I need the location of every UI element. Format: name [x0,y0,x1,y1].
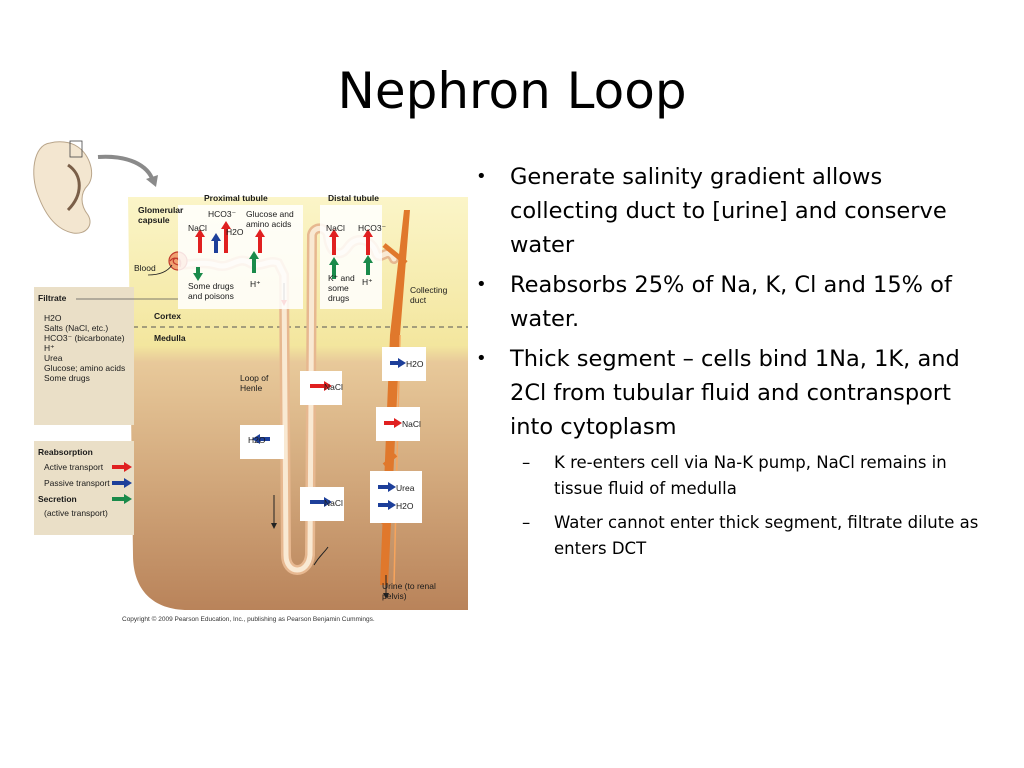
box-nacl-b: NaCl [324,498,343,508]
box-nacl-c: NaCl [402,419,421,429]
label-k-some-drugs: K⁺ and some drugs [328,273,355,303]
reabsorption-arrows [195,221,373,255]
nephron-illustration [33,140,468,610]
sub-bullet-item: – Water cannot enter thick segment, filt… [472,510,992,562]
bullet-marker: • [476,348,487,369]
slide-title: Nephron Loop [337,62,687,120]
gray-arrow [97,154,155,182]
box-nacl-a: NaCl [324,382,343,392]
label-some-drugs-poisons: Some drugs and poisons [188,281,234,301]
filtrate-item: H⁺ [44,343,55,353]
label-proximal-tubule: Proximal tubule [204,193,268,203]
legend-passive-transport: Passive transport [44,478,110,488]
label-h-plus-1: H⁺ [250,279,261,289]
bullet-item: • Thick segment – cells bind 1Na, 1K, an… [472,342,992,444]
label-glucose: Glucose and amino acids [246,209,294,229]
label-cortex: Cortex [154,311,181,321]
filtrate-item: Some drugs [44,373,90,383]
legend-secretion: Secretion [38,494,77,504]
label-distal-tubule: Distal tubule [328,193,380,203]
label-urine: Urine (to renal pelvis) [382,581,436,601]
filtrate-legend-list: H2O Salts (NaCl, etc.) HCO3⁻ (bicarbonat… [44,313,125,383]
copyright-notice: Copyright © 2009 Pearson Education, Inc.… [122,616,375,623]
label-loop-of-henle: Loop of Henle [240,373,269,393]
box-h2o-c: H2O [396,501,414,511]
label-h2o-1: H2O [226,227,244,237]
label-blood: Blood [134,263,156,273]
bullet-marker: • [476,166,487,187]
kidney-icon [33,140,93,234]
label-hco3-2: HCO3⁻ [358,223,387,233]
legend-active-transport: Active transport [44,462,104,472]
filtrate-legend-bg [34,287,134,425]
label-glomerular-capsule: Glomerular capsule [138,205,184,225]
legend-reabsorption: Reabsorption [38,447,93,457]
bullet-list: • Generate salinity gradient allows coll… [472,160,992,570]
label-nacl-2: NaCl [326,223,345,233]
label-nacl-1: NaCl [188,223,207,233]
label-collecting-duct: Collecting duct [410,285,448,305]
bullet-marker: • [476,274,487,295]
sub-bullet-text: Water cannot enter thick segment, filtra… [554,513,979,558]
box-urea: Urea [396,483,415,493]
box-h2o-b: H2O [406,359,424,369]
filtrate-legend-title: Filtrate [38,293,67,303]
bullet-item: • Generate salinity gradient allows coll… [472,160,992,262]
transport-legend-bg [34,441,134,535]
filtrate-item: HCO3⁻ (bicarbonate) [44,333,125,343]
sub-bullet-item: – K re-enters cell via Na-K pump, NaCl r… [472,450,992,502]
filtrate-item: H2O [44,313,62,323]
box-h2o-a: H2O [248,435,266,445]
label-hco3-1: HCO3⁻ [208,209,237,219]
bullet-text: Thick segment – cells bind 1Na, 1K, and … [510,346,960,440]
label-h-plus-2: H⁺ [362,277,373,287]
filtrate-item: Urea [44,353,63,363]
sub-bullet-marker: – [522,453,531,472]
sub-bullet-text: K re-enters cell via Na-K pump, NaCl rem… [554,453,947,498]
bullet-text: Generate salinity gradient allows collec… [510,164,947,258]
secretion-arrows [193,251,373,281]
bullet-text: Reabsorbs 25% of Na, K, Cl and 15% of wa… [510,272,952,332]
nephron-diagram: Proximal tubule Distal tubule Glomerular… [28,135,468,635]
bullet-item: • Reabsorbs 25% of Na, K, Cl and 15% of … [472,268,992,336]
legend-secretion-sub: (active transport) [44,508,108,518]
sub-bullet-marker: – [522,513,531,532]
filtrate-item: Salts (NaCl, etc.) [44,323,109,333]
label-medulla: Medulla [154,333,186,343]
filtrate-item: Glucose; amino acids [44,363,126,373]
